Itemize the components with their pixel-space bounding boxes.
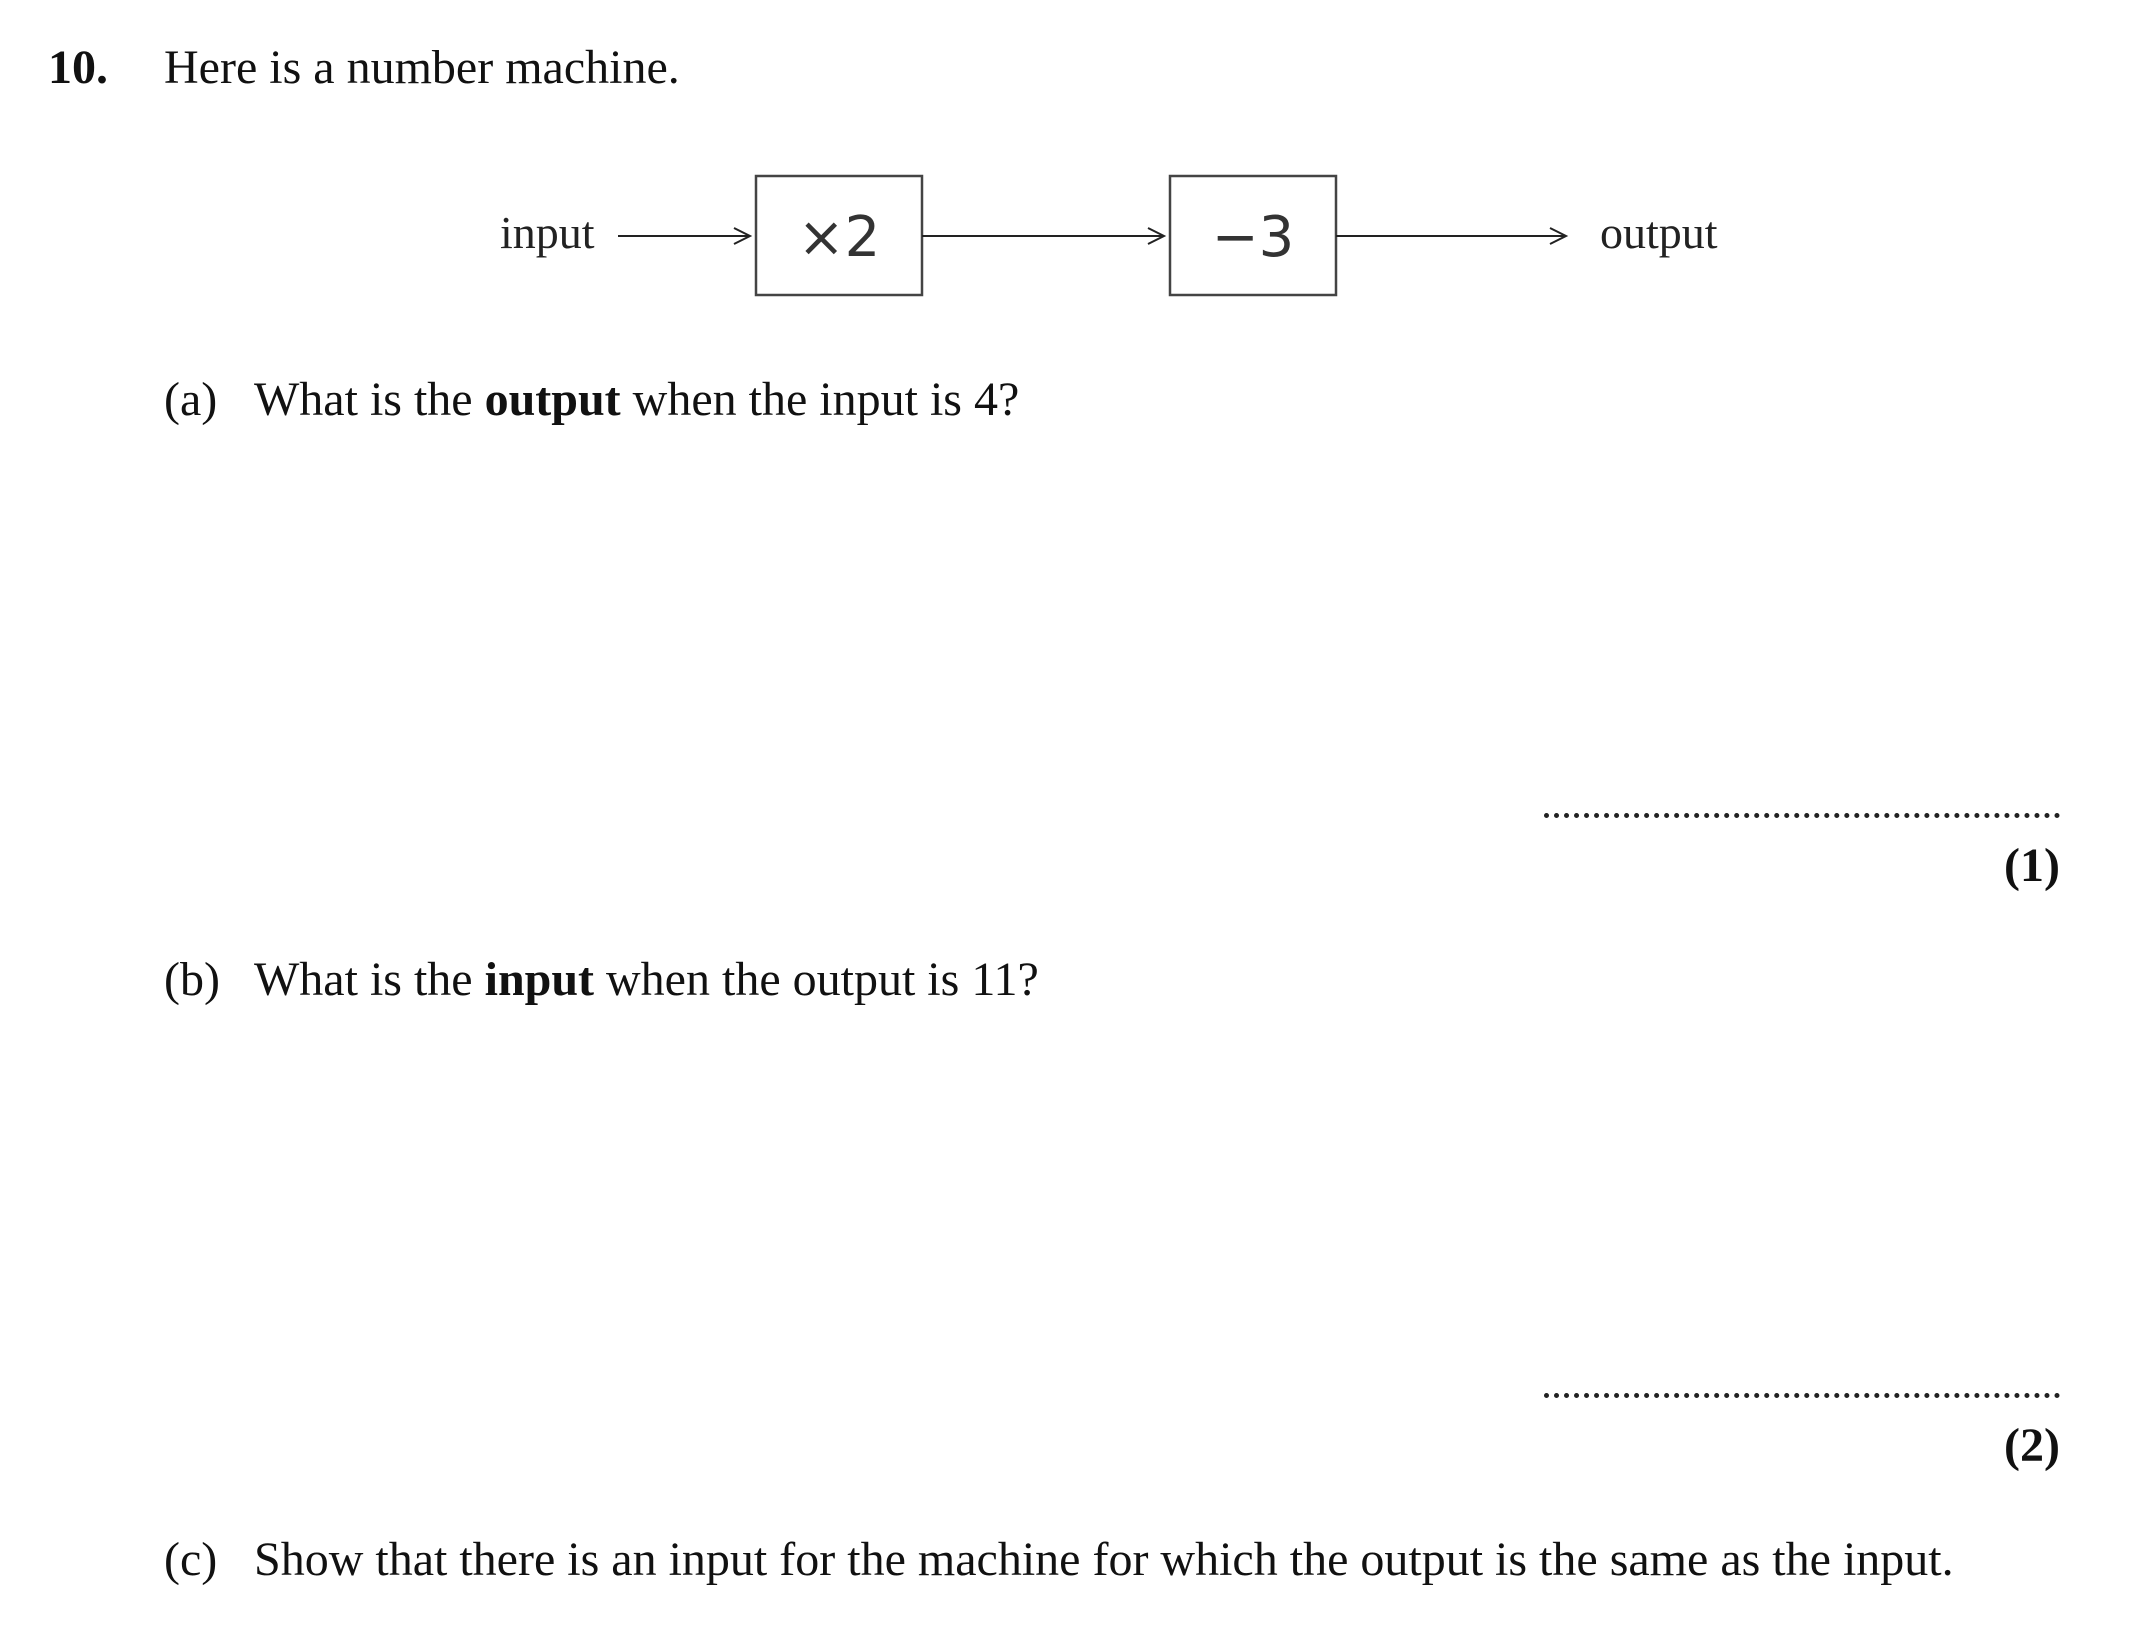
number-machine-diagram: input ×2 −3 output (500, 174, 1718, 297)
part-a-answer-line[interactable] (1544, 813, 2060, 818)
part-a-label: (a) (164, 373, 218, 426)
question-number: 10. (48, 41, 108, 94)
machine-op2-label: −3 (1212, 205, 1295, 270)
part-c-label: (c) (164, 1533, 218, 1586)
part-a-text-before: What is the (254, 373, 485, 426)
part-a-marks: (1) (2004, 839, 2060, 892)
part-c-question: (c) Show that there is an input for the m… (164, 1530, 1954, 1590)
arrowhead-output (1549, 227, 1569, 245)
part-b-label: (b) (164, 953, 220, 1006)
question-intro: Here is a number machine. (164, 41, 680, 94)
part-b-marks: (2) (2004, 1419, 2060, 1472)
part-b-question: (b) What is the input when the output is … (164, 950, 1039, 1010)
part-b-answer-line[interactable] (1544, 1393, 2060, 1398)
part-a-bold: output (484, 373, 621, 426)
machine-input-label: input (500, 207, 595, 258)
part-c-text: Show that there is an input for the mach… (254, 1533, 1954, 1586)
part-a-question: (a) What is the output when the input is … (164, 370, 1019, 430)
machine-output-label: output (1600, 207, 1718, 258)
part-b-text-before: What is the (254, 953, 485, 1006)
arrowhead-op2 (1147, 227, 1167, 245)
part-a-text-after: when the input is 4? (620, 373, 1020, 426)
part-b-text-after: when the output is 11? (594, 953, 1039, 1006)
machine-op1-label: ×2 (798, 205, 881, 270)
part-b-bold: input (484, 953, 595, 1006)
machine-box-multiply (754, 174, 924, 297)
arrowhead-op1 (733, 227, 753, 245)
machine-box-subtract (1168, 174, 1338, 297)
